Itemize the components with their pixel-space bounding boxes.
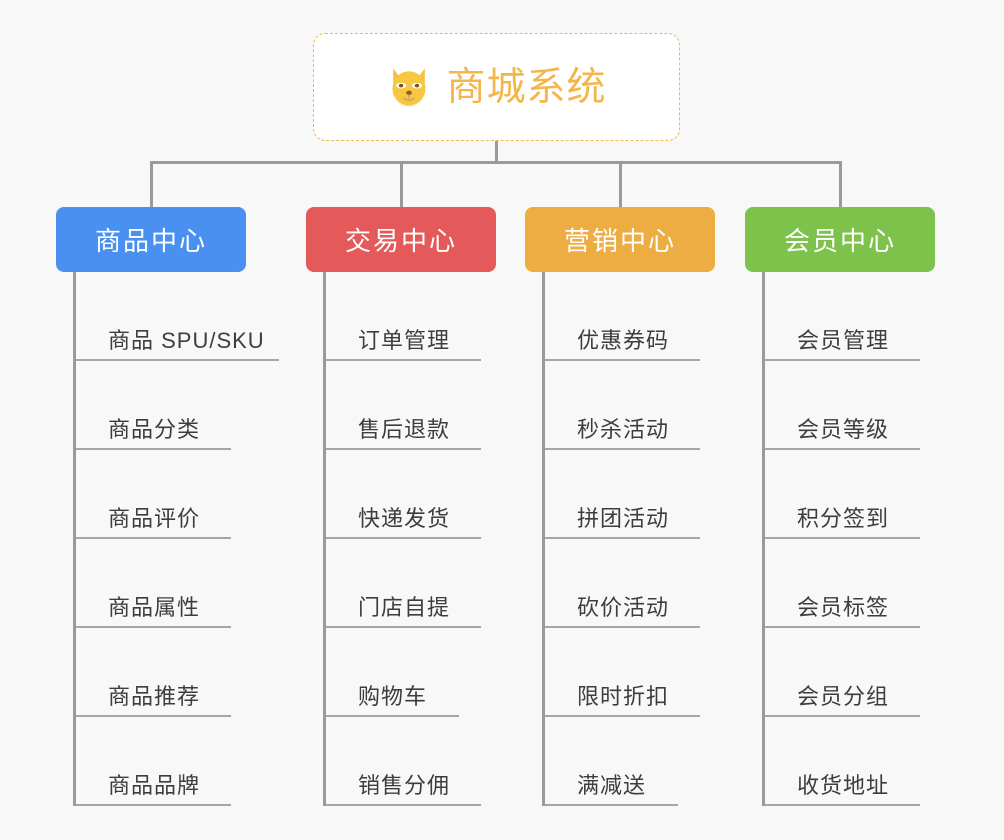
- leaf-item[interactable]: 商品 SPU/SKU: [76, 290, 279, 361]
- leaf-item[interactable]: 销售分佣: [326, 717, 481, 806]
- leaf-item[interactable]: 满减送: [545, 717, 678, 806]
- leaf-item[interactable]: 会员标签: [765, 539, 920, 628]
- category-header-member-center[interactable]: 会员中心: [745, 207, 935, 272]
- connector-bus: [150, 161, 842, 164]
- leaf-item[interactable]: 商品品牌: [76, 717, 231, 806]
- connector-root-stem: [495, 141, 498, 163]
- root-title: 商城系统: [446, 65, 607, 109]
- connector-drop-1: [150, 161, 153, 207]
- leaf-item[interactable]: 商品分类: [76, 361, 231, 450]
- connector-drop-4: [839, 161, 842, 207]
- leaf-item[interactable]: 拼团活动: [545, 450, 700, 539]
- column-member-center: 会员中心 会员管理 会员等级 积分签到 会员标签 会员分组 收货地址: [745, 207, 935, 806]
- leaf-item[interactable]: 积分签到: [765, 450, 920, 539]
- category-header-label: 商品中心: [94, 226, 207, 256]
- category-header-product-center[interactable]: 商品中心: [56, 207, 246, 272]
- leaf-item[interactable]: 会员等级: [765, 361, 920, 450]
- leaf-item[interactable]: 商品评价: [76, 450, 231, 539]
- leaf-item[interactable]: 订单管理: [326, 290, 481, 361]
- column-marketing-center: 营销中心 优惠券码 秒杀活动 拼团活动 砍价活动 限时折扣 满减送: [525, 207, 715, 806]
- leaf-item[interactable]: 购物车: [326, 628, 459, 717]
- leaf-list-marketing-center: 优惠券码 秒杀活动 拼团活动 砍价活动 限时折扣 满减送: [542, 272, 715, 806]
- column-trade-center: 交易中心 订单管理 售后退款 快递发货 门店自提 购物车 销售分佣: [306, 207, 496, 806]
- root-node[interactable]: 商城系统: [313, 33, 680, 141]
- leaf-list-product-center: 商品 SPU/SKU 商品分类 商品评价 商品属性 商品推荐 商品品牌: [73, 272, 279, 806]
- leaf-item[interactable]: 收货地址: [765, 717, 920, 806]
- category-header-label: 营销中心: [563, 226, 676, 256]
- leaf-item[interactable]: 限时折扣: [545, 628, 700, 717]
- leaf-list-member-center: 会员管理 会员等级 积分签到 会员标签 会员分组 收货地址: [762, 272, 935, 806]
- connector-drop-3: [619, 161, 622, 207]
- leaf-item[interactable]: 秒杀活动: [545, 361, 700, 450]
- leaf-item[interactable]: 砍价活动: [545, 539, 700, 628]
- leaf-item[interactable]: 门店自提: [326, 539, 481, 628]
- leaf-item[interactable]: 商品属性: [76, 539, 231, 628]
- category-header-trade-center[interactable]: 交易中心: [306, 207, 496, 272]
- category-header-label: 会员中心: [783, 226, 896, 256]
- category-header-label: 交易中心: [344, 226, 457, 256]
- leaf-item[interactable]: 售后退款: [326, 361, 481, 450]
- connector-drop-2: [400, 161, 403, 207]
- shiba-dog-emoji: [386, 64, 432, 110]
- leaf-item[interactable]: 优惠券码: [545, 290, 700, 361]
- category-header-marketing-center[interactable]: 营销中心: [525, 207, 715, 272]
- leaf-item[interactable]: 会员管理: [765, 290, 920, 361]
- leaf-list-trade-center: 订单管理 售后退款 快递发货 门店自提 购物车 销售分佣: [323, 272, 496, 806]
- leaf-item[interactable]: 会员分组: [765, 628, 920, 717]
- leaf-item[interactable]: 快递发货: [326, 450, 481, 539]
- leaf-item[interactable]: 商品推荐: [76, 628, 231, 717]
- column-product-center: 商品中心 商品 SPU/SKU 商品分类 商品评价 商品属性 商品推荐 商品品牌: [56, 207, 279, 806]
